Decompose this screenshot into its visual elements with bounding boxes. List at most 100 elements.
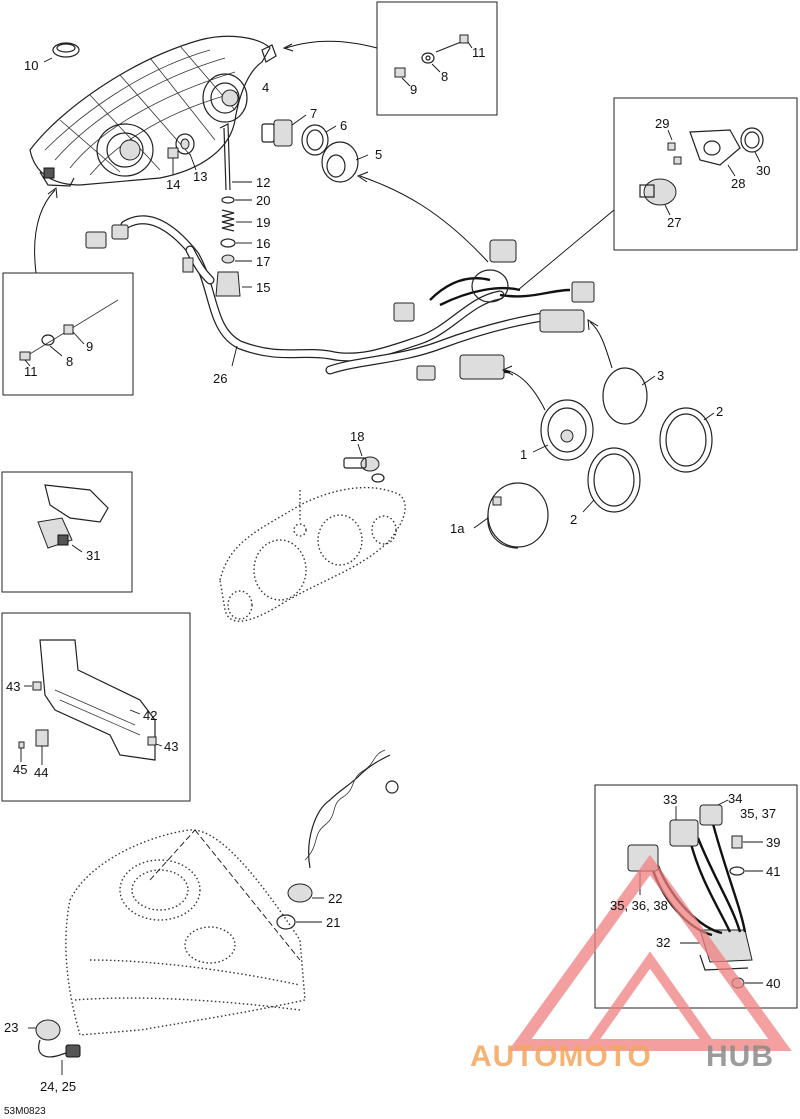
callout-17: 17 <box>256 254 270 269</box>
detail-box-bracket <box>1 612 191 802</box>
callout-11-left: 11 <box>24 364 38 379</box>
gauge-1 <box>532 399 594 461</box>
callout-31: 31 <box>86 548 100 563</box>
bolt-39 <box>731 835 763 849</box>
rod-12 <box>219 123 252 191</box>
callout-28: 28 <box>731 176 745 191</box>
figure-code: 53M0823 <box>4 1106 46 1117</box>
callout-19: 19 <box>256 215 270 230</box>
detail-box-fasteners-left <box>2 272 134 396</box>
leader-to-harness <box>517 209 615 291</box>
switch-23 <box>28 1019 81 1075</box>
relay-31 <box>37 484 109 553</box>
washer-16 <box>220 238 252 248</box>
screw-11-top <box>435 34 473 53</box>
callout-6: 6 <box>340 118 347 133</box>
lower-fairing-outline <box>65 829 306 1036</box>
callout-22: 22 <box>328 891 342 906</box>
bulb-7 <box>261 114 307 147</box>
callout-30: 30 <box>756 163 770 178</box>
watermark-logo <box>508 854 792 1051</box>
callout-8-left: 8 <box>66 354 73 369</box>
detail-box-relay <box>1 471 133 593</box>
callout-8-top: 8 <box>441 69 448 84</box>
watermark-text-automoto: AUTOMOTO <box>470 1040 652 1073</box>
callout-45: 45 <box>13 762 27 777</box>
ring-6 <box>301 124 337 156</box>
callout-32: 32 <box>656 935 670 950</box>
bezel-2-upper <box>659 407 715 473</box>
callout-3: 3 <box>657 368 664 383</box>
callout-34: 34 <box>728 791 742 806</box>
callout-18: 18 <box>350 429 364 444</box>
callout-27: 27 <box>667 215 681 230</box>
callout-24-25: 24, 25 <box>40 1079 76 1094</box>
callout-labels: 1 1a 2 2 3 4 5 6 7 8 8 9 9 10 11 11 12 1… <box>4 45 780 1094</box>
callout-9-left: 9 <box>86 339 93 354</box>
callout-26: 26 <box>213 371 227 386</box>
arrow-to-boot <box>359 175 489 263</box>
callout-43-left: 43 <box>6 679 20 694</box>
callout-2-upper: 2 <box>716 404 723 419</box>
watermark-text-hub: HUB <box>706 1040 774 1073</box>
connector-33 <box>669 806 699 847</box>
callout-35-37: 35, 37 <box>740 806 776 821</box>
ring-21 <box>276 914 322 930</box>
callout-40: 40 <box>766 976 780 991</box>
callout-35-36-38: 35, 36, 38 <box>610 898 668 913</box>
gauge-1a <box>473 482 549 549</box>
connector-34 <box>699 799 729 826</box>
detail-box-regulator <box>594 784 798 1009</box>
arrow-to-housing <box>285 40 378 49</box>
screw-43-right <box>147 736 163 747</box>
callout-9-top: 9 <box>410 82 417 97</box>
arrow-to-housing-left <box>34 189 56 274</box>
callout-39: 39 <box>766 835 780 850</box>
bezel-2-lower <box>582 447 641 513</box>
callout-10: 10 <box>24 58 38 73</box>
detail-box-fasteners-top <box>376 1 498 116</box>
callout-14: 14 <box>166 177 180 192</box>
callout-41: 41 <box>766 864 780 879</box>
fuse-44 <box>35 729 49 765</box>
switch-18 <box>343 443 385 483</box>
screw-45 <box>18 741 25 762</box>
arrow-lens-3 <box>589 321 613 369</box>
headlight-housing <box>29 35 277 187</box>
callout-1a: 1a <box>450 521 465 536</box>
detail-box-socket <box>613 97 798 251</box>
callout-23: 23 <box>4 1020 18 1035</box>
ring-30 <box>740 127 764 163</box>
callout-43-right: 43 <box>164 739 178 754</box>
callout-33: 33 <box>663 792 677 807</box>
callout-11-top: 11 <box>472 45 486 60</box>
boot-5 <box>321 141 369 183</box>
bracket-28 <box>689 129 741 177</box>
callout-21: 21 <box>326 915 340 930</box>
washer-8-top <box>421 52 441 73</box>
connectors <box>85 224 595 381</box>
callout-44: 44 <box>34 765 48 780</box>
knob-15 <box>215 271 252 297</box>
callout-2-lower: 2 <box>570 512 577 527</box>
clip-10 <box>43 42 80 63</box>
washer-20 <box>221 196 252 204</box>
spring-19 <box>221 209 252 232</box>
instrument-panel-outline <box>219 486 406 622</box>
callout-1: 1 <box>520 447 527 462</box>
callout-5: 5 <box>375 147 382 162</box>
screw-43-left <box>24 681 42 691</box>
bracket-42 <box>39 639 156 761</box>
washer-41 <box>729 866 763 876</box>
fasteners-left <box>19 299 119 367</box>
callout-12: 12 <box>256 175 270 190</box>
callout-13: 13 <box>193 169 207 184</box>
callout-7: 7 <box>310 106 317 121</box>
cord-22 <box>287 749 399 903</box>
callout-29: 29 <box>655 116 669 131</box>
nut-14 <box>167 147 179 175</box>
callout-4: 4 <box>262 80 269 95</box>
nut-9-top <box>394 67 411 87</box>
screws-29 <box>667 129 682 165</box>
